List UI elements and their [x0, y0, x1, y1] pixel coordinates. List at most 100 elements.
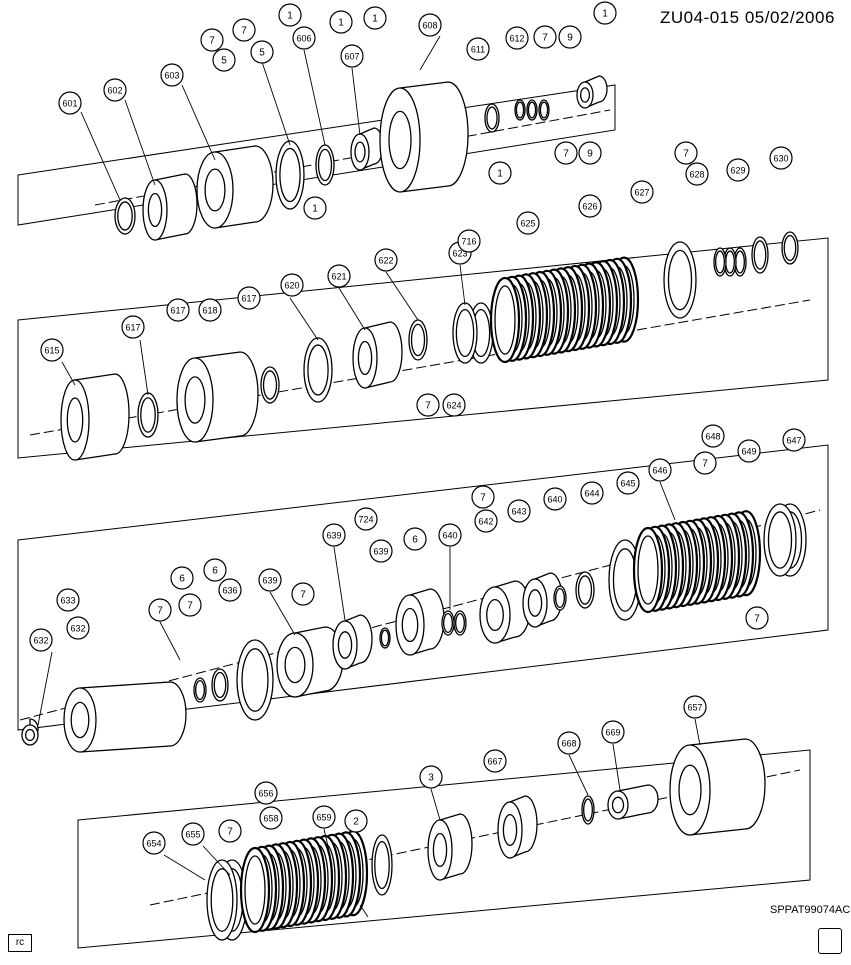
callout-number: 7 — [702, 459, 708, 470]
callout-number: 643 — [511, 507, 526, 517]
callout-number: 601 — [62, 99, 77, 109]
leader-line — [323, 828, 331, 856]
callout-bubble: 601 — [58, 91, 82, 115]
callout-bubble: 622 — [374, 248, 398, 272]
callout-bubble: 632 — [29, 628, 53, 652]
shaft-end — [21, 718, 39, 746]
leader-line — [124, 99, 156, 186]
row-frame — [17, 444, 829, 731]
callout-bubble: 7 — [291, 582, 315, 606]
callout-number: 633 — [60, 596, 75, 606]
callout-number: 7 — [480, 493, 486, 504]
callout-number: 5 — [259, 48, 265, 59]
callout-number: 632 — [33, 636, 48, 646]
leader-line — [338, 287, 366, 331]
callout-number: 6 — [212, 566, 218, 577]
callout-bubble: 629 — [726, 158, 750, 182]
callout-bubble: 1 — [593, 1, 617, 25]
callout-number: 3 — [428, 773, 434, 784]
seal-rings — [514, 99, 550, 121]
callout-bubble: 617 — [166, 298, 190, 322]
callout-bubble: 9 — [558, 25, 582, 49]
callout-bubble: 657 — [683, 695, 707, 719]
leader-line — [80, 111, 121, 201]
input-shaft-drum — [63, 681, 187, 753]
callout-bubble: 7 — [471, 485, 495, 509]
callout-number: 626 — [582, 202, 597, 212]
seal-ring — [193, 677, 207, 703]
callout-bubble: 640 — [543, 487, 567, 511]
callout-bubble: 615 — [40, 338, 64, 362]
callout-bubble: 639 — [322, 523, 346, 547]
bearing — [751, 236, 769, 274]
callout-bubble: 606 — [292, 26, 316, 50]
callout-bubble: 645 — [616, 471, 640, 495]
sprag-assembly — [352, 321, 403, 389]
callout-number: 659 — [316, 813, 331, 823]
thrust-washer — [484, 103, 500, 133]
callout-bubble: 636 — [218, 578, 242, 602]
callout-bubble: 630 — [769, 146, 793, 170]
leader-line — [333, 546, 346, 621]
callout-bubble: 1 — [303, 196, 327, 220]
leader-line — [159, 621, 181, 661]
callout-number: 647 — [786, 436, 801, 446]
document-id: ZU04-015 05/02/2006 — [660, 8, 835, 27]
callout-number: 724 — [358, 515, 373, 525]
callout-number: 646 — [652, 466, 667, 476]
callout-number: 618 — [202, 306, 217, 316]
leader-line — [303, 49, 326, 146]
leader-line — [612, 743, 621, 791]
rc-tag: rc — [8, 934, 32, 952]
callout-bubble: 5 — [250, 40, 274, 64]
callout-bubble: 7 — [533, 25, 557, 49]
callout-bubble: 648 — [701, 424, 725, 448]
leader-line — [289, 297, 319, 341]
callout-bubble: 633 — [56, 588, 80, 612]
leader-line — [351, 67, 361, 136]
callout-number: 621 — [331, 272, 346, 282]
callout-bubble: 7 — [745, 606, 769, 630]
callout-number: 642 — [478, 517, 493, 527]
callout-number: 615 — [44, 346, 59, 356]
callout-bubble: 620 — [280, 273, 304, 297]
callout-number: 1 — [372, 14, 378, 25]
callout-number: 668 — [561, 739, 576, 749]
o-ring — [211, 668, 229, 702]
thrust-bearing — [575, 571, 595, 609]
snap-ring — [553, 585, 567, 611]
snap-ring — [114, 197, 136, 235]
leader-line — [202, 845, 231, 876]
callout-bubble: 632 — [66, 616, 90, 640]
callout-bubble: 621 — [327, 264, 351, 288]
callout-number: 7 — [241, 26, 247, 37]
callout-number: 639 — [262, 576, 277, 586]
callout-number: 640 — [547, 495, 562, 505]
leader-line — [419, 35, 441, 71]
callout-bubble: 624 — [442, 393, 466, 417]
callout-bubble: 642 — [474, 509, 498, 533]
callout-number: 7 — [157, 606, 163, 617]
callout-bubble: 607 — [340, 44, 364, 68]
callout-number: 7 — [187, 601, 193, 612]
callout-number: 603 — [164, 71, 179, 81]
gm-spo-logo — [818, 928, 842, 954]
row-frame — [17, 237, 829, 459]
callout-bubble: 617 — [237, 286, 261, 310]
sun-gear — [607, 784, 659, 820]
callout-number: 620 — [284, 281, 299, 291]
leader-line — [37, 651, 53, 726]
callout-number: 7 — [754, 614, 760, 625]
callout-number: 7 — [425, 401, 431, 412]
leader-line — [430, 788, 441, 821]
callout-number: 608 — [422, 21, 437, 31]
callout-bubble: 647 — [782, 428, 806, 452]
snap-ring — [763, 503, 807, 577]
thrust-bearing — [137, 392, 159, 438]
callout-number: 606 — [296, 34, 311, 44]
callout-number: 654 — [146, 839, 161, 849]
callout-number: 656 — [258, 789, 273, 799]
callout-bubble: 2 — [344, 809, 368, 833]
callout-bubble: 668 — [557, 731, 581, 755]
callout-number: 9 — [587, 149, 593, 160]
